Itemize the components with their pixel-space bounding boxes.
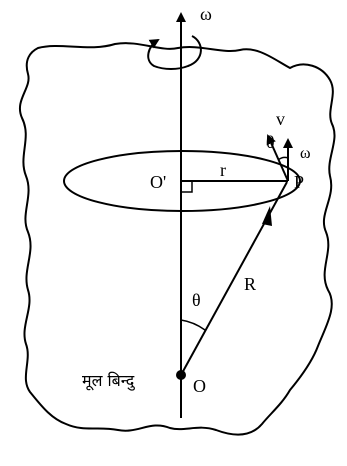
label-O-prime: O' [150, 172, 166, 192]
label-O: O [193, 376, 206, 396]
rotation-direction-arrow [147, 35, 202, 70]
label-R: R [244, 274, 256, 294]
label-omega-axis: ω [200, 4, 212, 24]
label-v: v [276, 109, 285, 129]
rigid-body-outline [19, 42, 336, 436]
label-r: r [220, 160, 226, 180]
label-theta-at-P: θ [266, 132, 275, 152]
label-omega-at-P: ω [300, 145, 311, 162]
label-P: P [294, 172, 304, 192]
label-origin-hindi: मूल बिन्दु [82, 371, 136, 391]
right-angle-marker [181, 181, 193, 193]
position-vector-R-arrowhead [262, 206, 272, 226]
label-theta-at-origin: θ [192, 290, 201, 310]
velocity-vector-v [266, 134, 289, 182]
origin-point [176, 370, 186, 380]
theta-arc-origin [180, 319, 206, 331]
theta-arc-P [277, 156, 289, 161]
